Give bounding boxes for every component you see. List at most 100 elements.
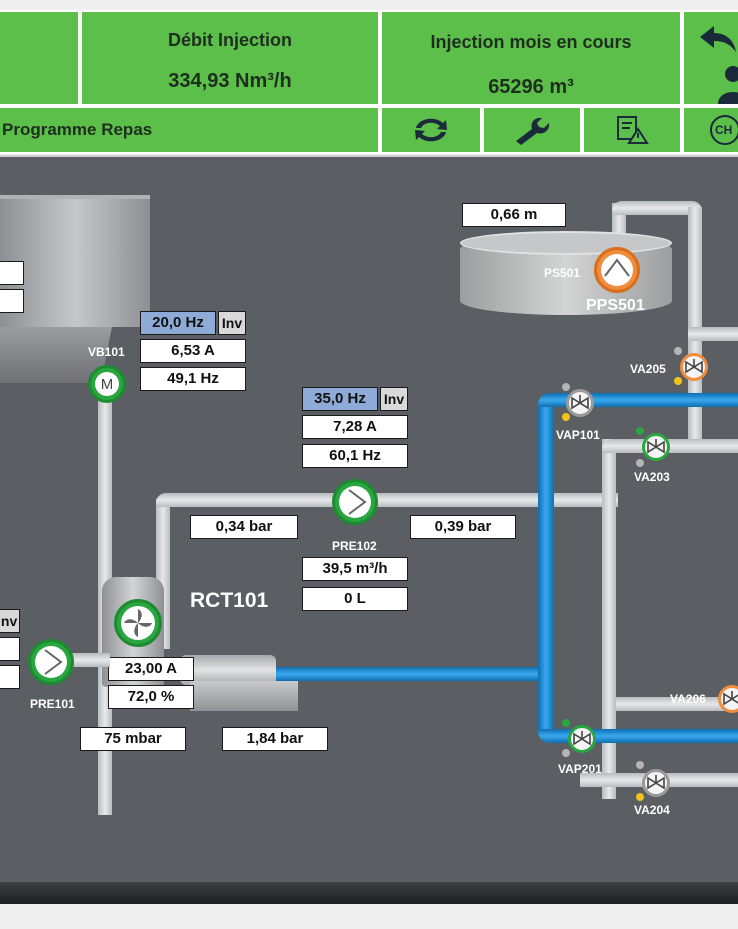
pre101-label: PRE101 <box>30 697 75 711</box>
language-button[interactable]: CH <box>682 106 738 154</box>
pps501-pump[interactable] <box>594 247 640 293</box>
debit-injection-panel: Débit Injection 334,93 Nm³/h <box>80 10 380 106</box>
pre102-current: 7,28 A <box>302 415 408 439</box>
hopper-value-box-1 <box>0 261 24 285</box>
grinder-fan-icon <box>124 609 152 637</box>
rct101-current: 23,00 A <box>108 657 194 681</box>
va204-status-dot <box>636 761 644 769</box>
vap201-status-dot <box>562 749 570 757</box>
pipe-blue-vertical <box>538 395 554 743</box>
valve-icon <box>647 775 665 790</box>
vap101-status-dot <box>562 383 570 391</box>
pre101-value-box-2 <box>0 665 20 689</box>
vb101-current: 6,53 A <box>140 339 246 363</box>
pipe-pre101-line <box>70 653 110 667</box>
pump-triangle-icon <box>44 649 63 675</box>
valve-icon <box>573 731 591 746</box>
header-right-panel[interactable] <box>682 10 738 106</box>
pre102-frequency: 60,1 Hz <box>302 444 408 468</box>
refresh-button[interactable] <box>380 106 482 154</box>
pre102-inv-button[interactable]: Inv <box>380 387 408 411</box>
pre102-pressure-out: 0,39 bar <box>410 515 516 539</box>
maintenance-button[interactable] <box>482 106 582 154</box>
pipe-pps501-loop-right <box>688 207 702 445</box>
va206-label: VA206 <box>670 692 706 706</box>
vap101-valve[interactable] <box>566 389 594 417</box>
valve-icon <box>647 439 665 454</box>
pre102-pressure-in: 0,34 bar <box>190 515 298 539</box>
va203-valve[interactable] <box>642 433 670 461</box>
alarm-log-icon <box>617 116 649 144</box>
injection-month-title: Injection mois en cours <box>430 32 632 52</box>
vap201-label: VAP201 <box>558 762 602 776</box>
header-left-panel <box>0 10 80 106</box>
pre102-setpoint[interactable]: 35,0 Hz <box>302 387 378 411</box>
pipe-va206-line <box>616 697 738 711</box>
vb101-label: VB101 <box>88 345 125 359</box>
va206-valve[interactable] <box>718 685 738 713</box>
pipe-pre102-line <box>156 493 618 507</box>
debit-injection-value: 334,93 Nm³/h <box>168 70 292 92</box>
back-arrow-icon[interactable] <box>698 24 738 54</box>
vb101-setpoint[interactable]: 20,0 Hz <box>140 311 216 335</box>
bottom-bar <box>0 882 738 904</box>
pump-triangle-icon <box>348 489 367 515</box>
ps501-label: PS501 <box>544 266 581 280</box>
pre101-pump[interactable] <box>28 639 74 685</box>
vb101-inv-button[interactable]: Inv <box>218 311 246 335</box>
rct101-shaft <box>180 655 276 685</box>
vap101-status-dot <box>562 413 570 421</box>
process-synoptic: 0,66 m PS501 PPS501 VB101 M 20,0 Hz Inv … <box>0 155 738 882</box>
va204-valve[interactable] <box>642 769 670 797</box>
pre102-volume: 0 L <box>302 587 408 611</box>
rct101-base <box>190 681 298 711</box>
program-panel[interactable]: Programme Repas <box>0 106 380 154</box>
wrench-icon <box>516 117 550 145</box>
valve-icon <box>723 691 738 706</box>
vb101-motor[interactable]: M <box>88 365 126 403</box>
va205-status-dot <box>674 377 682 385</box>
program-label: Programme Repas <box>2 120 153 139</box>
vap201-valve[interactable] <box>568 725 596 753</box>
pre102-pump[interactable] <box>332 479 378 525</box>
injection-month-value: 65296 m³ <box>488 76 574 98</box>
vap101-label: VAP101 <box>556 428 600 442</box>
user-icon[interactable] <box>718 64 738 104</box>
valve-icon <box>571 395 589 410</box>
pressure-bar: 1,84 bar <box>222 727 328 751</box>
pipe-va205-line <box>688 327 738 341</box>
rct101-label: RCT101 <box>190 589 269 612</box>
rct101-grinder[interactable] <box>114 599 162 647</box>
pre102-flow: 39,5 m³/h <box>302 557 408 581</box>
vap201-status-dot <box>562 719 570 727</box>
hopper-value-box-2 <box>0 289 24 313</box>
va203-status-dot <box>636 427 644 435</box>
pipe-blue-main <box>270 667 550 681</box>
pps501-label: PPS501 <box>586 297 645 314</box>
debit-injection-title: Débit Injection <box>167 30 292 50</box>
alarm-log-button[interactable] <box>582 106 682 154</box>
pre101-value-box-1 <box>0 637 20 661</box>
feeder-hopper <box>0 195 150 327</box>
va203-label: VA203 <box>634 470 670 484</box>
pre102-label: PRE102 <box>332 539 377 553</box>
va204-label: VA204 <box>634 803 670 817</box>
va204-status-dot <box>636 793 644 801</box>
language-icon: CH <box>710 115 738 145</box>
valve-icon <box>685 359 703 374</box>
pipe-pps501-loop-top <box>612 201 702 215</box>
injection-month-panel: Injection mois en cours 65296 m³ <box>380 10 682 106</box>
pre101-inv-button[interactable]: Inv <box>0 609 20 633</box>
refresh-icon <box>415 118 447 142</box>
va205-status-dot <box>674 347 682 355</box>
pipe-va203-top <box>602 439 738 453</box>
pps501-level-box: 0,66 m <box>462 203 566 227</box>
language-code: CH <box>715 123 733 137</box>
va203-status-dot <box>636 459 644 467</box>
va205-valve[interactable] <box>680 353 708 381</box>
pipe-va203-vertical <box>602 439 616 799</box>
motor-letter: M <box>100 375 114 393</box>
vb101-frequency: 49,1 Hz <box>140 367 246 391</box>
pump-triangle-icon <box>604 258 630 277</box>
pressure-mbar: 75 mbar <box>80 727 186 751</box>
